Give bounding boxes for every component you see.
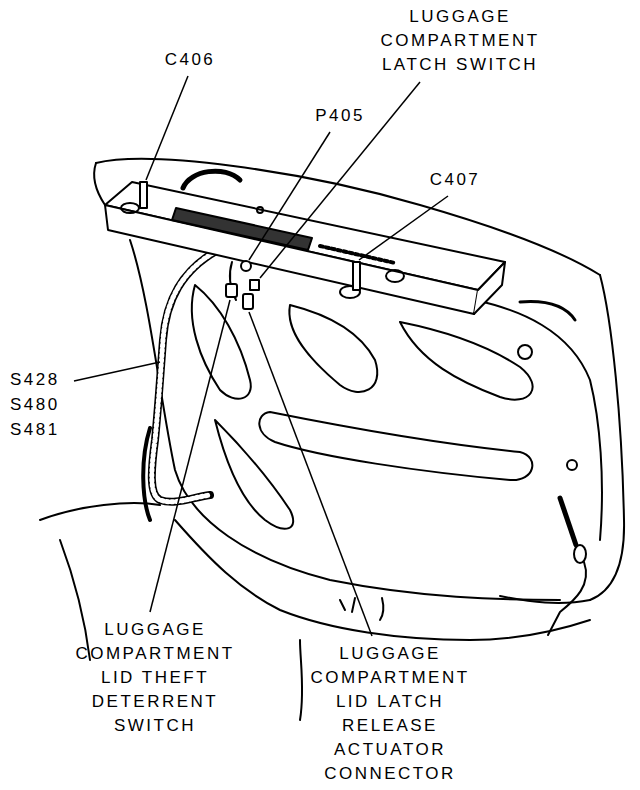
inner-panel [475,300,602,540]
gas-strut [560,498,576,545]
panel-opening [215,420,293,529]
callout-label: LUGGAGE COMPARTMENT LID LATCH RELEASE AC… [310,642,469,786]
theft-switch [226,284,237,297]
gas-strut [548,562,586,635]
leader-line [146,76,188,180]
inner-panel [130,240,560,600]
stud [121,203,139,213]
hinge [143,428,150,520]
wire-harness [152,250,218,502]
latch-panel [474,262,505,314]
callout-label: LUGGAGE COMPARTMENT LID THEFT DETERRENT … [75,618,234,738]
callout-label: P405 [315,104,365,128]
panel-hole [386,270,404,282]
emblem-band [172,208,312,250]
leader-lines [74,76,448,636]
striker [340,598,355,612]
emblem-band [320,246,395,263]
lid-edge [590,275,624,600]
connector-c406 [140,182,147,208]
striker [380,598,383,620]
gas-strut [574,545,586,563]
callout-label: C406 [165,48,216,72]
seal [183,171,240,188]
callout-label: C407 [430,168,481,192]
connector-c407 [353,262,360,290]
connector-p405 [241,261,251,271]
leader-line [260,82,420,278]
hinge [520,302,575,320]
wire-harness [152,250,218,502]
leader-line [249,312,372,636]
panel-opening [400,322,533,400]
leader-line [359,196,448,260]
leader-line [150,300,230,612]
callout-label: LUGGAGE COMPARTMENT LATCH SWITCH [380,5,539,77]
panel-hole [518,345,532,359]
callout-label: S480 [10,393,60,417]
leader-line [74,362,160,381]
lid-edge [94,163,105,205]
callout-label: S481 [10,418,60,442]
latch-switch [250,280,259,290]
leader-line [249,132,330,260]
panel-opening [289,305,377,392]
callout-label: S428 [10,368,60,392]
panel-hole [567,460,577,470]
panel-opening [192,285,251,399]
panel-hole [257,207,263,213]
body-edge [175,520,590,640]
body-edge [60,540,90,660]
body-edge [300,640,302,720]
latch-panel [105,205,478,314]
actuator-connector [243,294,253,309]
body-edge [40,503,160,520]
